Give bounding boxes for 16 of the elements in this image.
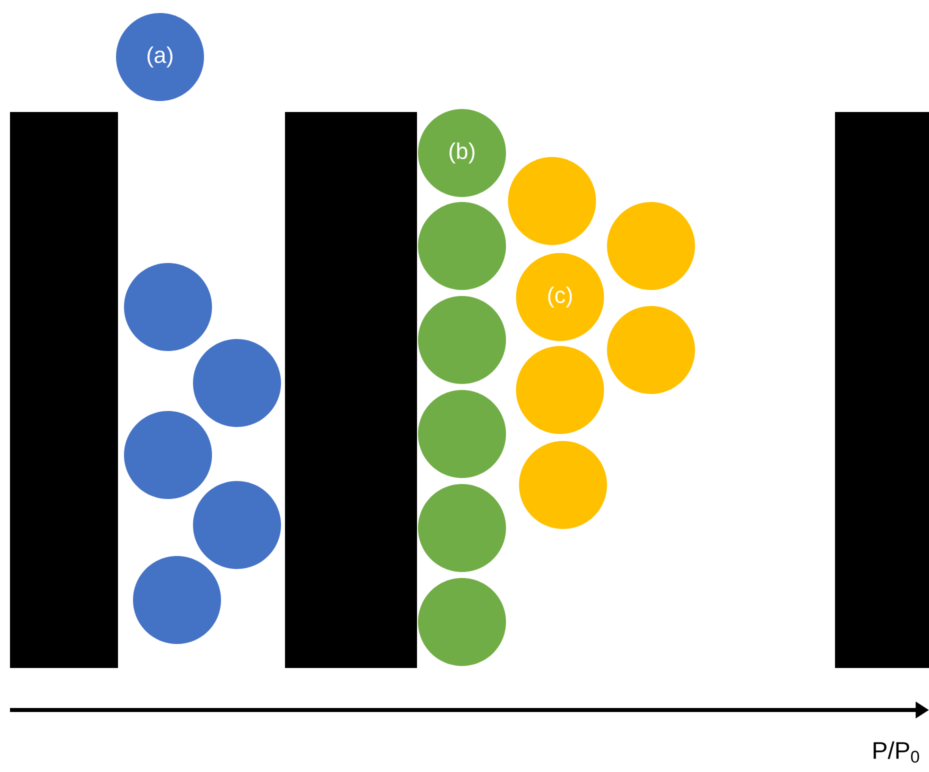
molecule-circle	[418, 202, 506, 290]
molecule-circle	[193, 339, 281, 427]
molecule-circle	[418, 484, 506, 572]
molecule-circle	[516, 346, 604, 434]
molecule-circle	[508, 157, 596, 245]
molecule-circle	[418, 578, 506, 666]
molecule-circle	[124, 411, 212, 499]
molecule-circle	[418, 390, 506, 478]
axis-label: P/P$_{0}$	[874, 741, 920, 763]
molecule-circle	[418, 296, 506, 384]
molecule-circle	[607, 306, 695, 394]
molecule-circle	[519, 441, 607, 529]
molecule-circle	[607, 202, 695, 290]
molecule-circle	[124, 263, 212, 351]
molecule-circle	[133, 556, 221, 644]
molecule-circle	[193, 481, 281, 569]
